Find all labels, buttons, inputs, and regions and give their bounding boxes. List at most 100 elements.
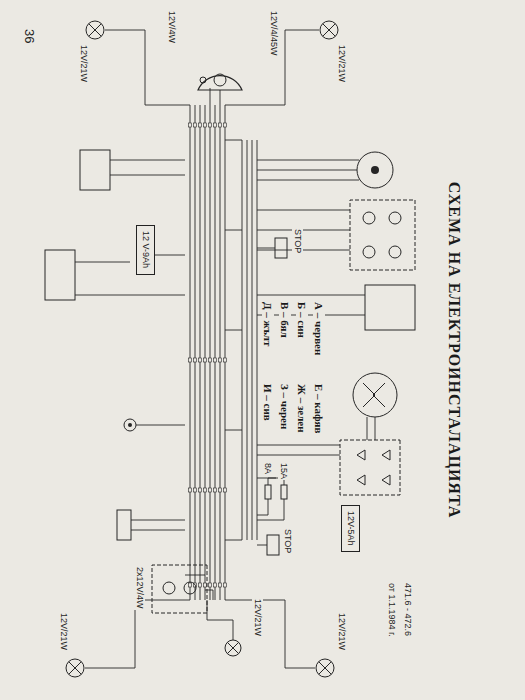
wire [155,255,185,256]
wire [225,600,315,668]
wire [252,140,253,540]
part-label: 12V/21W [336,44,347,83]
headlight-bulb [214,74,226,86]
bulb-cross [323,24,336,37]
ignition-key [371,166,379,174]
plug-connector [194,123,197,127]
indicator-bulb [389,246,401,258]
plug-connector [209,123,212,127]
wire [257,499,284,520]
headlight-reflector [198,76,242,90]
wire [247,140,248,540]
plug-connector [209,358,212,362]
wire [225,540,242,541]
plug-connector [224,583,227,587]
wire [205,590,213,600]
indicator-bulb [363,246,375,258]
plug-box [45,250,75,300]
legend-entry: Ж – зелен [296,382,308,435]
wire [225,430,242,431]
plug-connector [209,583,212,587]
plug-connector [199,358,202,362]
box-text: 12 V-9Ah [140,231,151,269]
tail-bulb [163,582,175,594]
bulb-symbol [320,21,338,39]
indicator-bulb [363,212,375,224]
horn [124,419,136,431]
wire [136,425,185,426]
legend-entry: В – бял [279,300,291,340]
wire [375,417,376,440]
plug-connector [219,358,222,362]
bulb-symbol [66,659,84,677]
part-label: STOP [292,228,303,254]
battery-box: 12 V-9Ah [136,225,155,275]
plug-connector [204,358,207,362]
plug-connector [189,123,192,127]
plug-connector [219,583,222,587]
fuse-symbol [265,485,271,499]
wire [257,295,365,296]
plug-connector [214,123,217,127]
box-text: 12V-5Ah [345,511,356,546]
part-label: 471.6 - 472.6 [402,582,413,637]
wire [207,600,233,640]
diode-symbol [382,475,390,485]
part-label: STOP [282,528,293,554]
instrument-cluster [350,200,415,270]
wire [205,105,206,600]
part-label: 12V/21W [252,598,263,637]
diode-symbol [357,475,365,485]
plug-connector [204,123,207,127]
wire [257,248,275,249]
legend-entry: А – червен [313,300,325,357]
plug-connector [189,583,192,587]
wire [210,105,211,600]
wire [185,575,205,576]
plug-connector [214,358,217,362]
wire [75,295,185,296]
plug-connector [219,123,222,127]
wire [225,330,242,331]
wire [85,600,190,668]
fuse-symbol [281,485,287,499]
ignition-switch [357,152,393,188]
legend-entry: И – сив [262,382,274,423]
part-label: 12V/21W [78,44,89,83]
wire [110,175,185,176]
plug-connector [204,488,207,492]
legend-entry: Б – син [296,300,308,340]
component-box: 12V-5Ah [341,505,360,552]
connector-block [117,510,131,540]
part-label: 8A [262,462,273,475]
part-label: 12V/4/45W [268,10,279,57]
diagram-title: СХЕМА НА ЕЛЕКТРОИНСТАЛАЦИЯТА [445,182,463,519]
bulb-symbol [316,659,334,677]
wire [257,499,268,515]
plug-connector [204,583,207,587]
wire [257,230,350,231]
wire [225,140,242,141]
wire [257,170,357,171]
bulb-cross [89,24,102,37]
plug-connector [194,358,197,362]
wire [242,140,243,540]
plug-connector [224,488,227,492]
wire [131,530,185,531]
plug-connector [199,488,202,492]
wire [257,545,267,546]
bulb-symbol [225,640,241,656]
indicator-bulb [389,212,401,224]
bulb-cross [69,662,82,675]
page-number: 36 [24,28,35,44]
diode-symbol [357,450,365,460]
parking-bulb [200,77,206,83]
part-label: 15A [278,462,289,480]
plug-connector [214,488,217,492]
wire [257,210,350,211]
wire [257,160,359,161]
legend-entry: Е – кафяв [313,382,325,435]
plug-connector [214,583,217,587]
bulb-cross [323,24,336,37]
